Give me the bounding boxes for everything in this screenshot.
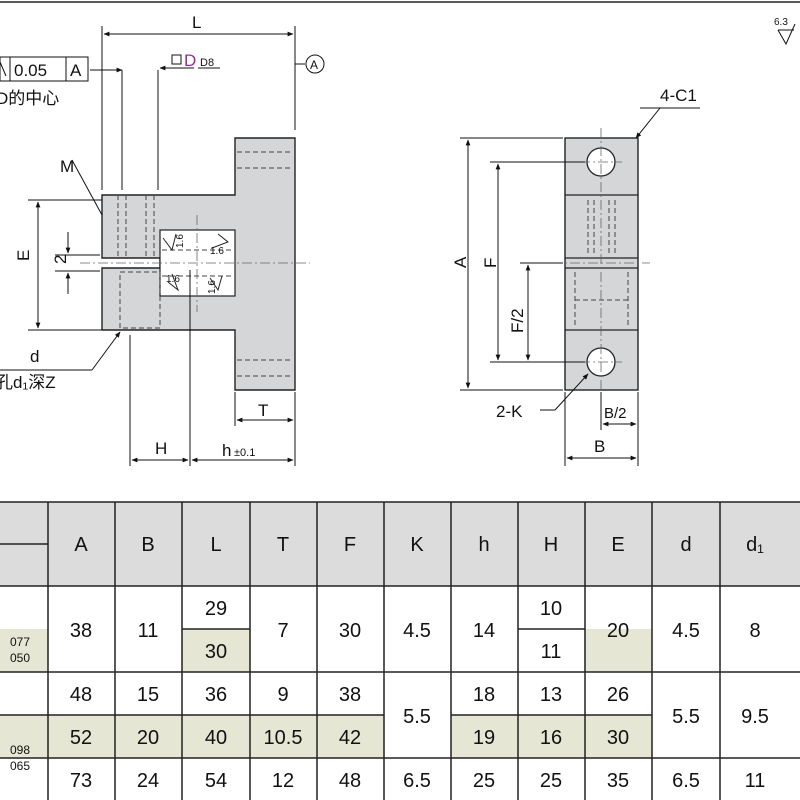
table-cell: 11 bbox=[745, 770, 766, 792]
front-view: 1.6 1.6 1.6 1.6 bbox=[80, 137, 310, 391]
tolerance-value: 0.05 bbox=[14, 61, 47, 80]
table-cell: 10 bbox=[540, 598, 562, 620]
table-cell: 48 bbox=[70, 684, 92, 706]
dim-d-label: d bbox=[30, 347, 39, 366]
table-cell: 19 bbox=[473, 727, 495, 749]
roughness-label: 1.6 bbox=[207, 280, 218, 294]
table-cell: 48 bbox=[339, 770, 361, 792]
table-cell: 25 bbox=[540, 770, 562, 792]
square-symbol bbox=[171, 54, 182, 65]
table-cell: 42 bbox=[339, 727, 361, 749]
table-cell: 20 bbox=[137, 727, 159, 749]
table-cell: 5.5 bbox=[403, 706, 431, 728]
table-cell: 12 bbox=[272, 770, 294, 792]
tolerance-datum: A bbox=[70, 61, 82, 80]
dim-M-label: M bbox=[60, 157, 74, 176]
dim-h-label: h bbox=[222, 441, 231, 460]
table-cell: 30 bbox=[339, 620, 361, 642]
table-cell: 20 bbox=[607, 620, 629, 642]
spec-table: A B L T F K h H E d d₁ 077 050 098 065 3… bbox=[0, 500, 800, 800]
table-cell: 29 bbox=[205, 598, 227, 620]
table-cell: 26 bbox=[607, 684, 629, 706]
col-header: A bbox=[74, 534, 88, 556]
col-header: K bbox=[410, 534, 424, 556]
surface-roughness-symbol: 6.3 bbox=[774, 17, 796, 46]
counterbore-note: 孔d₁深Z bbox=[0, 373, 56, 392]
table-cell: 11 bbox=[541, 641, 562, 663]
part-code: 098 bbox=[10, 743, 30, 757]
col-header: d₁ bbox=[746, 534, 764, 556]
table-cell: 4.5 bbox=[672, 620, 700, 642]
svg-text:6.3: 6.3 bbox=[774, 17, 788, 28]
col-header: d bbox=[680, 534, 691, 556]
table-cell: 38 bbox=[339, 684, 361, 706]
dim-E-label: E bbox=[14, 250, 33, 261]
table-cell: 16 bbox=[540, 727, 562, 749]
chamfer-label: 4-C1 bbox=[660, 86, 697, 105]
side-dimensions bbox=[460, 107, 700, 466]
roughness-label: 1.6 bbox=[166, 274, 180, 285]
table-cell: 52 bbox=[70, 727, 92, 749]
table-cell: 54 bbox=[205, 770, 227, 792]
col-header: h bbox=[478, 534, 489, 556]
table-cell: 25 bbox=[473, 770, 495, 792]
table-header bbox=[0, 502, 800, 586]
dim-T-label: T bbox=[258, 401, 268, 420]
dim-H-label: H bbox=[155, 439, 167, 458]
dim-L-label: L bbox=[192, 13, 201, 32]
col-header: E bbox=[611, 534, 624, 556]
dim-A-label: A bbox=[451, 256, 470, 268]
dim-h-tolerance: ±0.1 bbox=[234, 447, 255, 459]
table-cell: 14 bbox=[473, 620, 495, 642]
table-cell: 5.5 bbox=[672, 706, 700, 728]
dim-B-half-label: B/2 bbox=[604, 405, 627, 422]
dim-2-label: 2 bbox=[51, 255, 70, 264]
tolerance-frame: 0.05 A bbox=[0, 56, 89, 82]
table-cell: 9.5 bbox=[741, 706, 769, 728]
table-cell: 18 bbox=[473, 684, 495, 706]
center-note: D的中心 bbox=[0, 89, 59, 108]
table-cell: 7 bbox=[277, 620, 288, 642]
dim-F-label: F bbox=[481, 258, 500, 268]
side-view bbox=[552, 128, 650, 400]
table-cell: 8 bbox=[749, 620, 760, 642]
table-cell: 35 bbox=[607, 770, 629, 792]
table-cell: 73 bbox=[70, 770, 92, 792]
technical-drawing: 1.6 1.6 1.6 1.6 L D D8 A bbox=[0, 1, 800, 466]
table-cell: 9 bbox=[277, 684, 288, 706]
front-dimensions bbox=[0, 26, 305, 466]
roughness-label: 1.6 bbox=[210, 246, 224, 257]
table-cell: 6.5 bbox=[672, 770, 700, 792]
table-cell: 24 bbox=[137, 770, 159, 792]
table-cell: 6.5 bbox=[403, 770, 431, 792]
table-cell: 30 bbox=[607, 727, 629, 749]
table-cell: 40 bbox=[205, 727, 227, 749]
datum-a-label: A bbox=[310, 58, 318, 72]
table-cell: 36 bbox=[205, 684, 227, 706]
col-header: B bbox=[141, 534, 154, 556]
part-code: 065 bbox=[10, 759, 30, 773]
table-cell: 30 bbox=[205, 641, 227, 663]
table-cell: 10.5 bbox=[264, 727, 303, 749]
datum-a-symbol bbox=[305, 54, 325, 74]
dim-D-label: D bbox=[184, 51, 196, 70]
dim-B-label: B bbox=[594, 437, 605, 456]
table-cell: 11 bbox=[138, 620, 159, 642]
part-code: 050 bbox=[10, 651, 30, 665]
table-cell: 4.5 bbox=[403, 620, 431, 642]
slot-K-label: 2-K bbox=[496, 402, 523, 421]
table-cell: 15 bbox=[137, 684, 159, 706]
col-header: H bbox=[544, 534, 558, 556]
table-cell: 38 bbox=[70, 620, 92, 642]
table-cell: 13 bbox=[540, 684, 562, 706]
part-code: 077 bbox=[10, 635, 30, 649]
roughness-label: 1.6 bbox=[175, 234, 186, 248]
dim-F-half-label: F/2 bbox=[508, 308, 527, 333]
dim-D8-label: D8 bbox=[200, 57, 214, 69]
col-header: L bbox=[210, 534, 221, 556]
col-header: F bbox=[344, 534, 356, 556]
col-header: T bbox=[277, 534, 289, 556]
